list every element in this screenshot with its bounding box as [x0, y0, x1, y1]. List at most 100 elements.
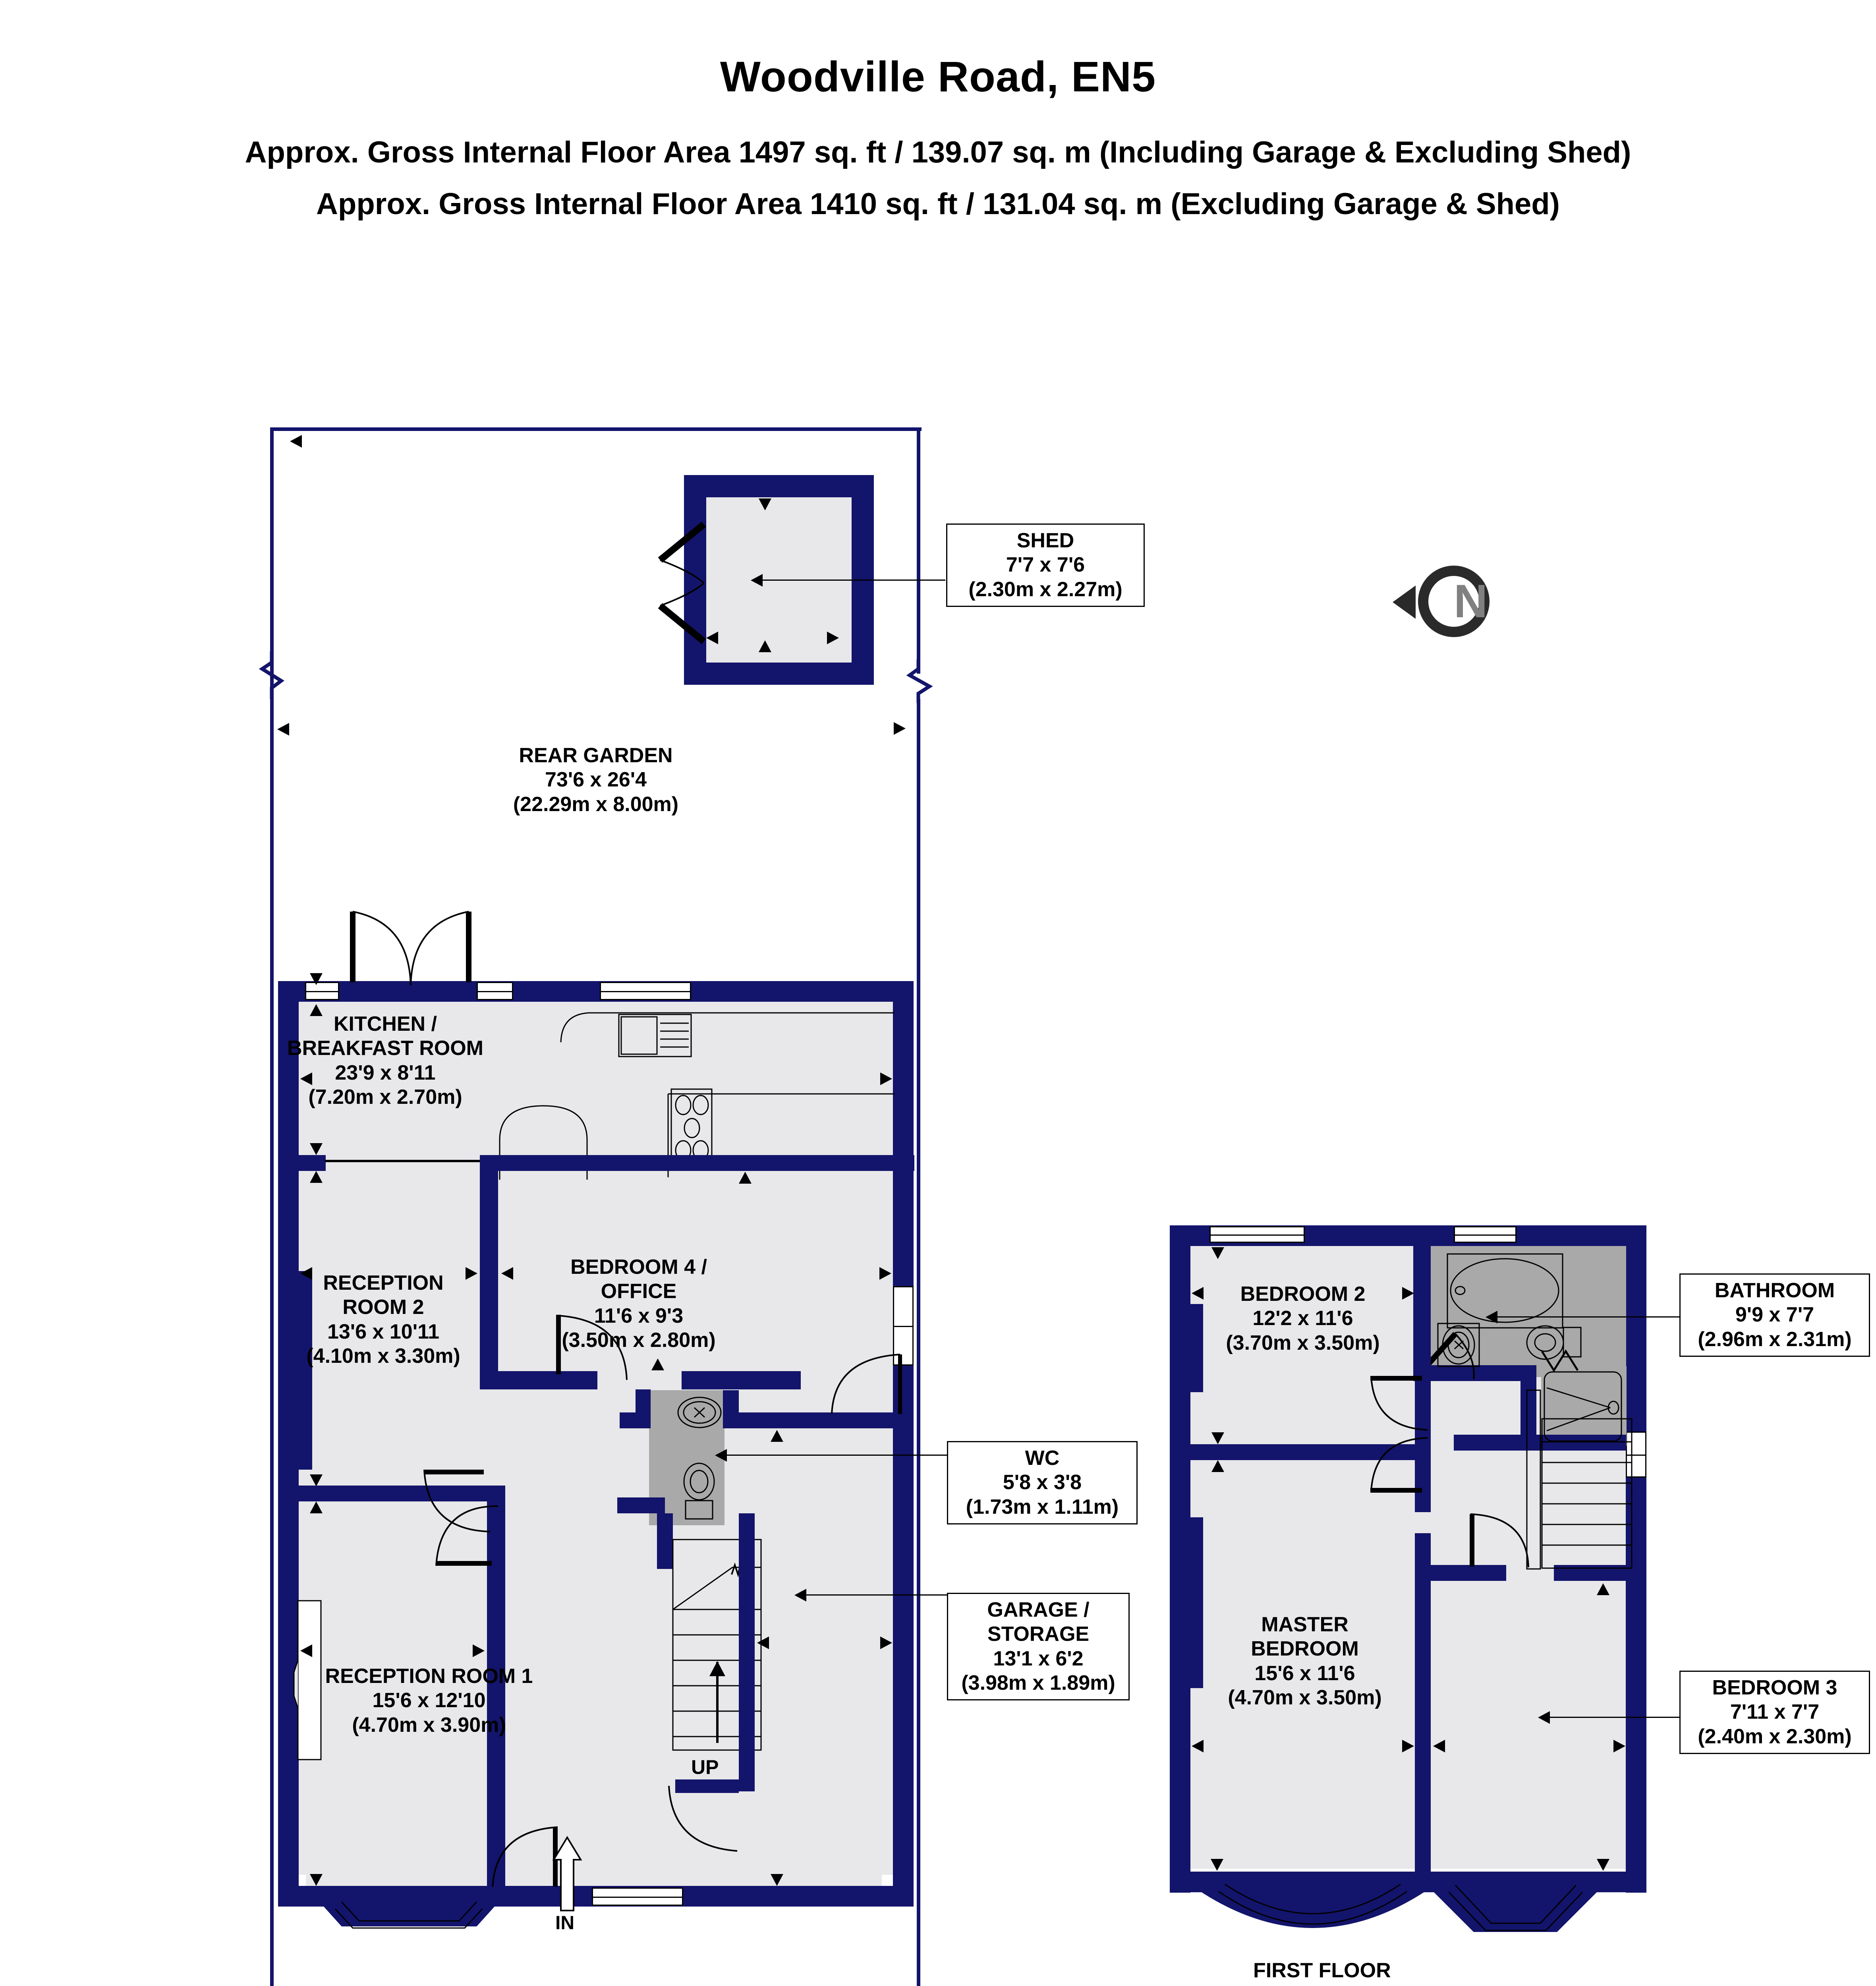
garage-callout-metric: (3.98m x 1.89m) — [961, 1671, 1115, 1695]
garage-callout-imperial: 13'1 x 6'2 — [993, 1647, 1084, 1670]
dim-arrow-ff-bath-ctr — [1486, 1311, 1497, 1323]
dim-arrow-gf-bed4-top — [739, 1172, 752, 1184]
bedroom2-imperial: 12'2 x 11'6 — [1252, 1307, 1353, 1330]
bathroom-toilet-icon — [1526, 1325, 1582, 1360]
bedroom4-metric: (3.50m x 2.80m) — [562, 1329, 716, 1352]
kitchen-french-door-icon — [350, 911, 471, 986]
dim-arrow-ff-bed2-top — [1211, 1247, 1224, 1259]
dim-arrow-ff-master-top — [1211, 1460, 1224, 1472]
dim-arrow-ff-bed3-left — [1433, 1740, 1445, 1752]
dim-arrow-gf-rec1-left — [300, 1644, 312, 1657]
dim-arrow-wc — [715, 1449, 727, 1462]
wc-wall-bottom — [617, 1497, 665, 1513]
bedroom3-callout: BEDROOM 3 7'11 x 7'7 (2.40m x 2.30m) — [1679, 1671, 1870, 1754]
kitchen-window-rear-right — [600, 982, 691, 1000]
gf-bay-recess-left — [299, 1271, 312, 1470]
dim-arrow-gf-rec2-top — [310, 1143, 323, 1155]
gf-wall-bed4-bottom — [498, 1371, 597, 1389]
ff-wall-bed2-divider — [1190, 1444, 1430, 1460]
bedroom4-imperial: 11'6 x 9'3 — [594, 1304, 684, 1327]
reception1-door-icon — [435, 1505, 498, 1566]
garage-callout-name: GARAGE / — [987, 1598, 1090, 1621]
kitchen-name: KITCHEN / — [334, 1012, 437, 1036]
kitchen-sink-icon — [618, 1014, 692, 1057]
dim-arrow-gf-bed4-bottom — [651, 1358, 664, 1370]
dim-arrow-gf-kitchen-top — [310, 1004, 323, 1016]
shed-leader-line — [763, 580, 945, 581]
dim-arrow-gf-garage-right — [880, 1636, 892, 1649]
dim-arrow-shed-right — [827, 632, 839, 644]
wc-callout: WC 5'8 x 3'8 (1.73m x 1.11m) — [947, 1441, 1138, 1525]
ff-door-jamb-bed3 — [1470, 1514, 1474, 1567]
compass-pointer-icon — [1393, 585, 1416, 619]
kitchen-label: KITCHEN / BREAKFAST ROOM 23'9 x 8'11 (7.… — [262, 1012, 508, 1109]
bathroom-floor — [1429, 1246, 1626, 1377]
dim-arrow-gf-rec2-right — [466, 1267, 477, 1280]
dim-arrow-gf-kitchen-topb — [310, 973, 323, 985]
bedroom3-leader-line — [1550, 1717, 1681, 1718]
ff-landing-rail-icon — [1526, 1389, 1541, 1570]
shed-door-icon — [658, 522, 706, 644]
kitchen-window-rear-mid — [477, 982, 513, 1000]
stairs-up-label: UP — [691, 1756, 719, 1778]
bedroom3-callout-imperial: 7'11 x 7'7 — [1730, 1700, 1820, 1724]
gf-wall-left — [278, 981, 299, 1907]
gf-wall-bed4-right — [682, 1371, 801, 1389]
reception2-name: RECEPTION — [323, 1271, 444, 1294]
gf-wall-stair-bottom — [675, 1779, 739, 1793]
shower-door-icon — [1541, 1349, 1579, 1372]
kitchen-hob-icon — [670, 1088, 713, 1166]
ff-wall-right — [1626, 1225, 1646, 1893]
dim-arrow-gf-bed4-left — [501, 1267, 513, 1280]
boundary-break-right — [906, 659, 933, 703]
kitchen-name2: BREAKFAST ROOM — [287, 1037, 483, 1060]
dim-arrow-gf-garage-bot — [771, 1874, 783, 1886]
reception1-name: RECEPTION ROOM 1 — [325, 1665, 533, 1688]
gf-wall-spine-lower — [487, 1486, 505, 1887]
dim-arrow-ff-bed3-top — [1597, 1583, 1609, 1595]
wc-wall-left — [636, 1389, 651, 1413]
ff-wall-shower-left — [1521, 1365, 1536, 1449]
dim-arrow-gf-rec1-top2 — [310, 1501, 323, 1513]
gf-line-kitchen-divider — [325, 1160, 484, 1162]
gf-wall-right — [893, 981, 914, 1907]
kitchen-archway-icon — [499, 1105, 588, 1180]
entrance-in-label: IN — [555, 1913, 574, 1934]
garage-leader-line — [806, 1594, 949, 1596]
garage-internal-door-icon — [831, 1354, 902, 1414]
wc-callout-imperial: 5'8 x 3'8 — [1003, 1471, 1082, 1494]
plot-boundary-right-upper — [917, 427, 920, 674]
ff-door-jamb-bed2 — [1370, 1376, 1422, 1381]
rear-garden-metric: (22.29m x 8.00m) — [513, 792, 679, 816]
bathroom-callout: BATHROOM 9'9 x 7'7 (2.96m x 2.31m) — [1679, 1273, 1870, 1357]
reception1-metric: (4.70m x 3.90m) — [352, 1713, 506, 1737]
ff-recess-left-upper — [1190, 1304, 1203, 1392]
dim-arrow-gf-garage-left — [757, 1636, 769, 1649]
reception2-name2: ROOM 2 — [342, 1296, 424, 1319]
ff-wall-landing-bottom — [1431, 1565, 1506, 1581]
master-front-bay-icon — [1196, 1872, 1430, 1928]
ff-staircase-icon — [1541, 1418, 1633, 1569]
wc-callout-name: WC — [1025, 1447, 1060, 1470]
reception2-metric: (4.10m x 3.30m) — [306, 1345, 460, 1368]
reception1-bay-window — [293, 1600, 322, 1760]
compass-north-label: N — [1454, 575, 1488, 628]
front-door-icon — [492, 1826, 558, 1889]
dim-arrow-ff-bed2-left — [1192, 1287, 1204, 1300]
bedroom3-callout-metric: (2.40m x 2.30m) — [1698, 1725, 1852, 1748]
bathroom-window-rear — [1454, 1226, 1517, 1243]
landing-window-right — [1626, 1432, 1646, 1478]
bedroom2-label: BEDROOM 2 12'2 x 11'6 (3.70m x 3.50m) — [1196, 1282, 1410, 1355]
ff-wall-left — [1170, 1225, 1190, 1893]
bedroom2-metric: (3.70m x 3.50m) — [1226, 1331, 1380, 1354]
bedroom4-door-icon — [556, 1315, 628, 1380]
dim-arrow-ff-bed3-right — [1613, 1740, 1625, 1752]
bedroom3-front-bay-icon — [1430, 1872, 1601, 1932]
dim-arrow-plot-left-mid — [277, 723, 289, 736]
page-title: Woodville Road, EN5 — [720, 52, 1156, 100]
dim-arrow-ff-bed3-bot — [1597, 1859, 1609, 1871]
rear-garden-label: REAR GARDEN 73'6 x 26'4 (22.29m x 8.00m) — [369, 744, 822, 817]
wc-leader-line — [726, 1455, 949, 1456]
bathroom-callout-imperial: 9'9 x 7'7 — [1735, 1303, 1814, 1327]
dim-arrow-plot-left-top — [290, 435, 302, 448]
